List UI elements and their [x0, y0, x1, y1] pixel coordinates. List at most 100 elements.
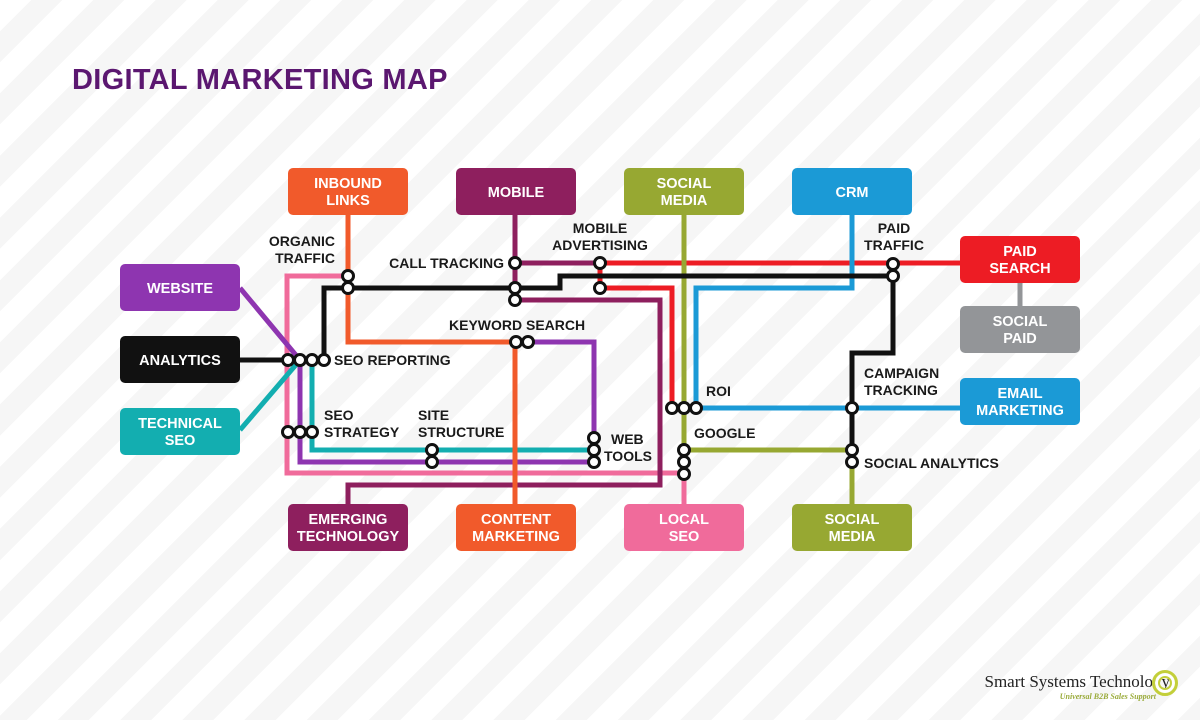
line-organic-pink	[284, 273, 687, 504]
svg-text:TRACKING: TRACKING	[864, 382, 938, 398]
svg-text:EMAIL: EMAIL	[997, 386, 1042, 402]
station	[593, 281, 607, 295]
brand-logo: Smart Systems Technology Universal B2B S…	[984, 670, 1178, 701]
station	[845, 455, 859, 469]
station	[677, 455, 691, 469]
box-mobile: MOBILE	[456, 168, 576, 215]
svg-text:MEDIA: MEDIA	[661, 193, 708, 209]
svg-text:PAID: PAID	[1003, 244, 1037, 260]
svg-text:ORGANIC: ORGANIC	[269, 233, 335, 249]
svg-text:WEBSITE: WEBSITE	[147, 281, 213, 297]
svg-text:LOCAL: LOCAL	[659, 512, 709, 528]
svg-text:WEB: WEB	[611, 431, 644, 447]
svg-text:SEO: SEO	[669, 529, 700, 545]
station	[425, 443, 439, 457]
station	[593, 256, 607, 270]
box-analytics: ANALYTICS	[120, 336, 240, 383]
svg-text:TOOLS: TOOLS	[604, 448, 652, 464]
station	[587, 455, 601, 469]
svg-text:TECHNICAL: TECHNICAL	[138, 416, 222, 432]
stations	[281, 256, 900, 481]
station	[689, 401, 703, 415]
station	[293, 353, 307, 367]
logo-name: Smart Systems Technology	[984, 672, 1171, 691]
logo-tagline: Universal B2B Sales Support	[1059, 692, 1156, 701]
station	[665, 401, 679, 415]
svg-text:TRAFFIC: TRAFFIC	[275, 250, 335, 266]
box-crm: CRM	[792, 168, 912, 215]
station	[845, 443, 859, 457]
label-keyword-search: KEYWORD SEARCH	[449, 317, 585, 333]
station	[521, 335, 535, 349]
svg-text:MOBILE: MOBILE	[573, 220, 627, 236]
line-website-purple	[238, 286, 594, 465]
station	[508, 293, 522, 307]
page-title: DIGITAL MARKETING MAP	[72, 64, 448, 96]
station	[305, 425, 319, 439]
svg-text:MEDIA: MEDIA	[829, 529, 876, 545]
svg-text:CRM: CRM	[835, 185, 868, 201]
svg-text:STRATEGY: STRATEGY	[324, 424, 400, 440]
station	[677, 467, 691, 481]
map-lines	[238, 215, 1023, 504]
station	[845, 401, 859, 415]
station	[677, 401, 691, 415]
station	[425, 455, 439, 469]
label-social-analytics: SOCIAL ANALYTICS	[864, 455, 999, 471]
station	[281, 353, 295, 367]
logo-ring-icon	[1152, 670, 1178, 696]
line-analytics-black	[240, 273, 896, 462]
station	[508, 281, 522, 295]
station	[587, 443, 601, 457]
svg-text:PAID: PAID	[1003, 331, 1037, 347]
svg-text:SEO: SEO	[324, 407, 354, 423]
label-google: GOOGLE	[694, 425, 755, 441]
svg-text:TECHNOLOGY: TECHNOLOGY	[297, 529, 400, 545]
svg-text:EMERGING: EMERGING	[309, 512, 388, 528]
svg-text:SEO: SEO	[165, 433, 196, 449]
svg-text:SEARCH: SEARCH	[989, 261, 1050, 277]
svg-text:CAMPAIGN: CAMPAIGN	[864, 365, 939, 381]
label-roi: ROI	[706, 383, 731, 399]
svg-text:LINKS: LINKS	[326, 193, 370, 209]
line-crm-blue	[693, 215, 960, 411]
line-social-olive	[681, 215, 855, 504]
station	[509, 335, 523, 349]
svg-text:MOBILE: MOBILE	[488, 185, 545, 201]
svg-text:MARKETING: MARKETING	[472, 529, 560, 545]
station	[508, 256, 522, 270]
svg-text:INBOUND: INBOUND	[314, 176, 382, 192]
svg-text:SOCIAL: SOCIAL	[657, 176, 712, 192]
label-seo-reporting: SEO REPORTING	[334, 352, 451, 368]
svg-text:SOCIAL: SOCIAL	[825, 512, 880, 528]
svg-text:SOCIAL: SOCIAL	[993, 314, 1048, 330]
station	[587, 431, 601, 445]
svg-text:SITE: SITE	[418, 407, 449, 423]
station	[341, 281, 355, 295]
station	[341, 269, 355, 283]
svg-text:PAID: PAID	[878, 220, 910, 236]
label-call-tracking: CALL TRACKING	[389, 255, 504, 271]
svg-text:STRUCTURE: STRUCTURE	[418, 424, 504, 440]
station	[305, 353, 319, 367]
station	[886, 269, 900, 283]
station	[317, 353, 331, 367]
station	[886, 257, 900, 271]
svg-text:ANALYTICS: ANALYTICS	[139, 353, 221, 369]
box-website: WEBSITE	[120, 264, 240, 311]
